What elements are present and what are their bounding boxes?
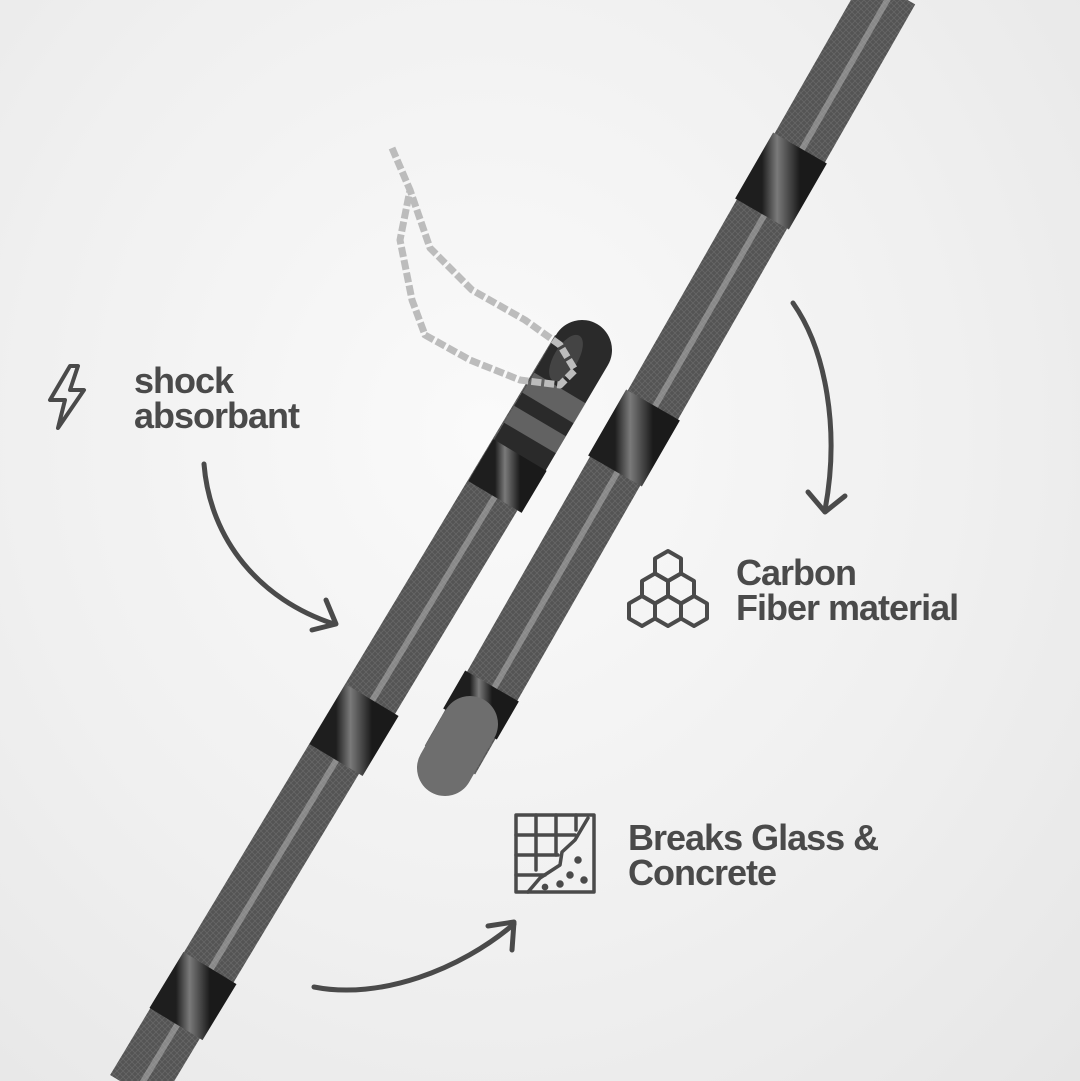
glass-label-line2: Concrete	[628, 852, 777, 893]
arrow-glass	[311, 919, 517, 993]
shock-absorbant-label: shock absorbant	[134, 360, 300, 436]
arrow-shock	[201, 461, 339, 633]
arrow-carbon	[790, 300, 848, 515]
honeycomb-icon	[627, 549, 709, 628]
cracked-wall-icon	[514, 813, 596, 894]
carbon-fiber-label: Carbon Fiber material	[736, 552, 959, 628]
cord	[388, 146, 579, 389]
lightning-bolt-icon	[48, 364, 86, 430]
left-pole	[110, 320, 612, 1081]
shock-label-line1: shock	[134, 360, 234, 401]
carbon-label-line1: Carbon	[736, 552, 857, 593]
breaks-glass-label: Breaks Glass & Concrete	[628, 817, 879, 893]
right-pole	[417, 0, 916, 796]
carbon-label-line2: Fiber material	[736, 587, 959, 628]
glass-label-line1: Breaks Glass &	[628, 817, 879, 858]
shock-label-line2: absorbant	[134, 395, 300, 436]
